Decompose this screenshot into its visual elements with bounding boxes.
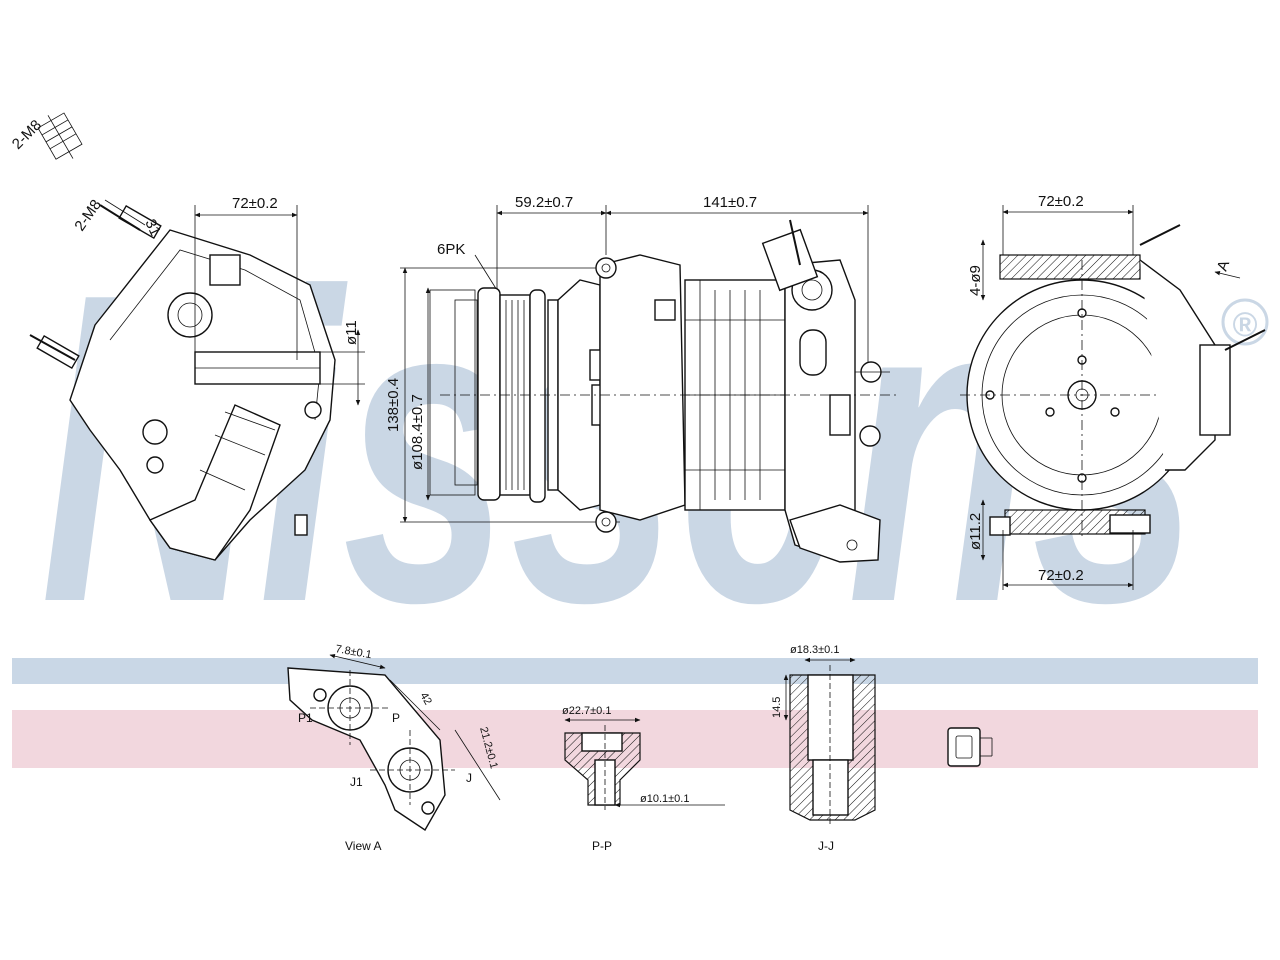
bolt-top-label: 2-M8 xyxy=(9,117,45,153)
front-offset-label: 59.2±0.7 xyxy=(515,194,573,211)
jj-side-label: 14.5 xyxy=(771,697,783,718)
bolt-upper xyxy=(99,199,162,240)
right-holes-label: 4-ø9 xyxy=(967,265,984,296)
left-width-label: 72±0.2 xyxy=(232,195,278,212)
section-pp: ø22.7±0.1 ø10.1±0.1 P-P xyxy=(562,705,725,853)
pp-bottom-label: ø10.1±0.1 xyxy=(640,793,689,805)
view-a-dim2: 42 xyxy=(417,691,434,708)
pp-caption: P-P xyxy=(592,839,612,853)
right-bottom-hole-label: ø11.2 xyxy=(967,513,984,550)
bolt-symbol xyxy=(37,112,83,160)
left-side-view: 2-M8 2-M8 31 72±0.2 xyxy=(9,112,365,561)
section-jj: ø18.3±0.1 14.5 J-J xyxy=(771,644,876,853)
bolt-lower xyxy=(29,334,80,370)
front-view: 59.2±0.7 141±0.7 6PK 138±0.4 ø108.4±0.7 xyxy=(385,194,900,563)
view-arrow-label: A xyxy=(1214,258,1233,273)
left-hole-label: ø11 xyxy=(343,320,360,345)
port-j1-label: J1 xyxy=(350,775,363,789)
right-bottom-width-label: 72±0.2 xyxy=(1038,567,1084,584)
port-p1-label: P1 xyxy=(298,711,313,725)
height-label: 138±0.4 xyxy=(385,378,402,432)
belt-label: 6PK xyxy=(437,241,465,258)
port-j-label: J xyxy=(466,771,472,785)
pp-top-label: ø22.7±0.1 xyxy=(562,705,611,717)
right-top-width-label: 72±0.2 xyxy=(1038,193,1084,210)
band-blue xyxy=(12,658,1258,684)
registered-mark: ® xyxy=(1232,306,1258,344)
view-a-caption: View A xyxy=(345,839,381,853)
jj-top-label: ø18.3±0.1 xyxy=(790,644,839,656)
body-length-label: 141±0.7 xyxy=(703,194,757,211)
pulley-diameter-label: ø108.4±0.7 xyxy=(409,394,426,470)
electrical-connector-icon xyxy=(947,727,993,767)
port-p-label: P xyxy=(392,711,400,725)
jj-caption: J-J xyxy=(818,839,834,853)
bolt-offset-label: 31 xyxy=(141,217,163,239)
